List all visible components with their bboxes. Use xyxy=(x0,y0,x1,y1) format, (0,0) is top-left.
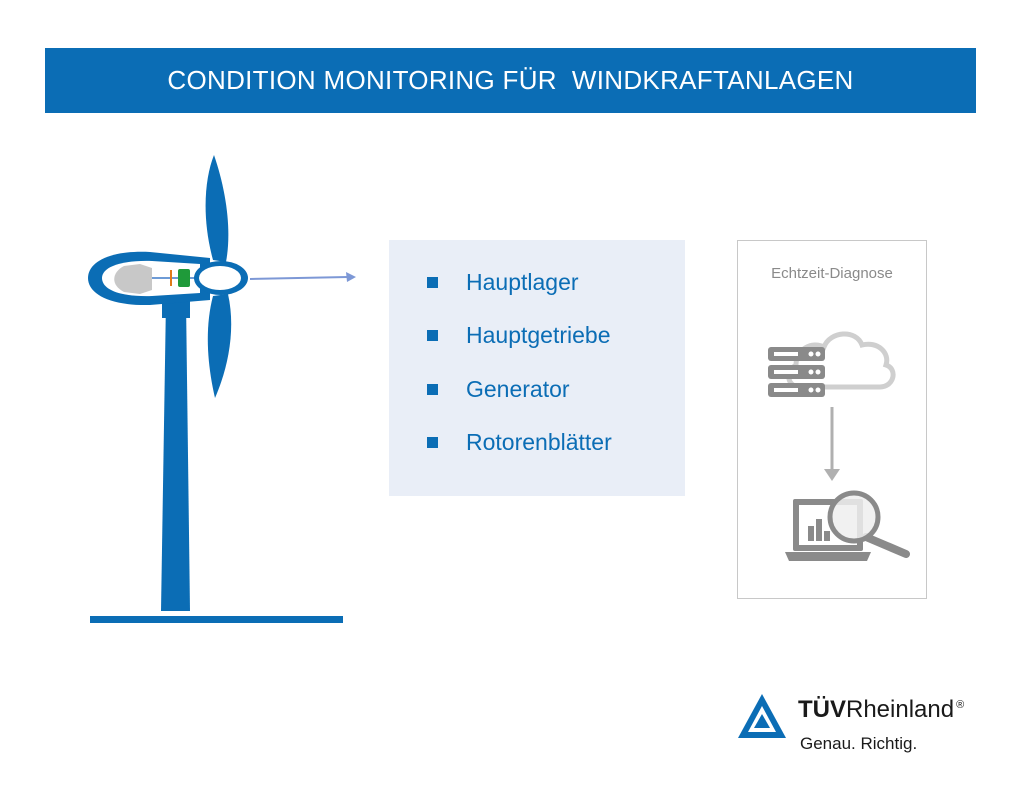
arrow-down-icon xyxy=(824,407,840,481)
registered-mark: ® xyxy=(956,699,965,711)
generator-housing xyxy=(114,264,152,294)
brand-name: TÜVRheinland® xyxy=(798,696,964,724)
wind-turbine-illustration xyxy=(88,155,356,623)
title-banner: CONDITION MONITORING FÜR WINDKRAFTANLAGE… xyxy=(45,48,976,113)
rotor-hub-inner xyxy=(199,266,241,290)
rotor-blade-lower xyxy=(207,294,232,398)
component-label: Hauptlager xyxy=(466,268,579,295)
component-label: Rotorenblätter xyxy=(466,428,612,455)
list-item: Rotorenblätter xyxy=(427,427,612,457)
diagnosis-title: Echtzeit-Diagnose xyxy=(771,265,893,282)
ground-line xyxy=(90,616,343,623)
list-item: Generator xyxy=(427,374,570,404)
server-icon xyxy=(768,347,825,397)
list-item: Hauptlager xyxy=(427,267,579,297)
monitoring-arrow-line xyxy=(249,276,349,280)
bullet-icon xyxy=(427,276,438,288)
magnifier-icon xyxy=(827,490,910,558)
brand-regular-text: Rheinland xyxy=(846,696,955,723)
tuv-rheinland-logo: TÜVRheinland® Genau. Richtig. xyxy=(736,690,1006,770)
tower xyxy=(161,300,190,611)
bullet-icon xyxy=(427,383,438,395)
bullet-icon xyxy=(427,329,438,341)
brand-slogan: Genau. Richtig. xyxy=(800,734,918,753)
component-label: Hauptgetriebe xyxy=(466,321,611,348)
page-title: CONDITION MONITORING FÜR WINDKRAFTANLAGE… xyxy=(167,65,854,95)
diagnosis-panel: Echtzeit-Diagnose xyxy=(737,240,927,599)
brand-bold-text: TÜV xyxy=(798,696,846,723)
diagnosis-graphic xyxy=(768,331,910,561)
bullet-icon xyxy=(427,436,438,448)
components-panel: Hauptlager Hauptgetriebe Generator Rotor… xyxy=(389,240,685,496)
monitoring-arrow-head xyxy=(346,272,356,282)
rotor-blade-upper xyxy=(205,155,229,262)
triangle-logo-icon xyxy=(738,694,786,738)
tower-top xyxy=(162,300,190,318)
list-item: Hauptgetriebe xyxy=(427,320,611,350)
component-label: Generator xyxy=(466,375,570,402)
gearbox xyxy=(178,269,190,287)
